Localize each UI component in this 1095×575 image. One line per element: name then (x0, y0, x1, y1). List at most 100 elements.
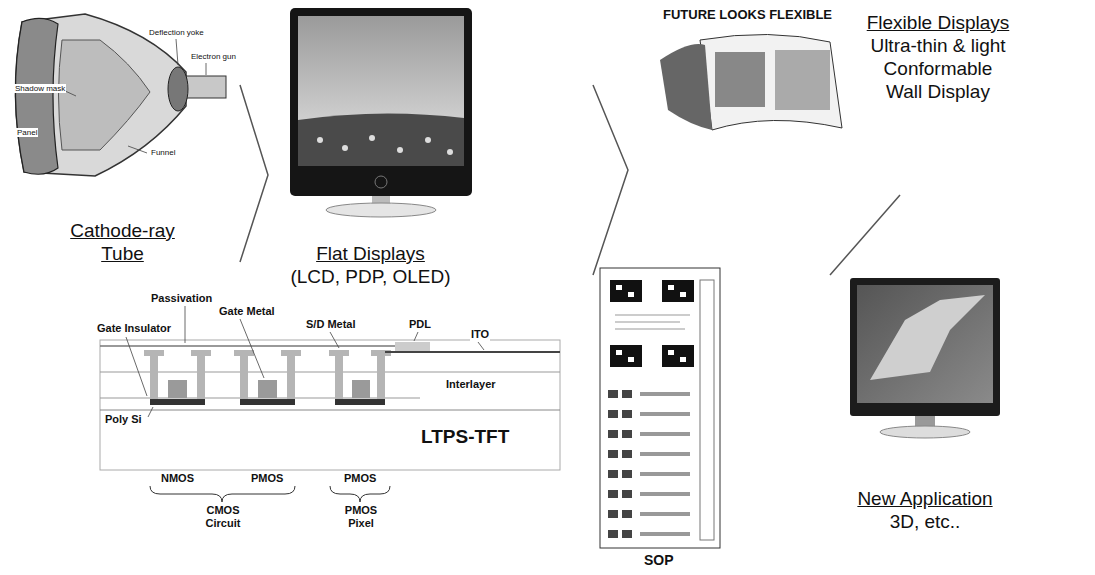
ltps-tft-cross-section-part (240, 399, 295, 405)
part-label: S/D Metal (305, 318, 357, 331)
ltps-tft-cross-section-part (335, 399, 385, 405)
stage-caption: Flat Displays (316, 242, 425, 265)
sop-panel-layout-part (622, 410, 632, 418)
sop-panel-layout-part (622, 390, 632, 398)
part-label: CMOS Circuit (192, 504, 254, 529)
sop-panel-layout-part (700, 280, 714, 540)
sop-panel-layout-part (622, 490, 632, 498)
sop-panel-layout-part (622, 510, 632, 518)
ltps-tft-cross-section-part (234, 350, 254, 356)
sop-panel-layout-part (640, 452, 690, 456)
crt-illustration-part (128, 146, 147, 153)
sop-panel-layout-part (628, 357, 634, 362)
text-column: Flexible DisplaysUltra-thin & light Conf… (863, 11, 1013, 103)
ltps-tft-cross-section-part (126, 337, 147, 396)
3d-monitor-part (850, 278, 1000, 416)
ltps-tft-cross-section-part (100, 345, 420, 347)
sop-panel-layout-part (616, 285, 622, 290)
ltps-tft-cross-section-part (352, 380, 370, 398)
ltps-tft-cross-section-part (240, 354, 248, 399)
ltps-tft-cross-section-part (100, 340, 560, 470)
ltps-tft-cross-section-part (191, 350, 211, 356)
sop-panel-layout-part (615, 329, 685, 330)
flat-panel-tv-part (397, 147, 403, 153)
part-label: Electron gun (190, 52, 237, 61)
sop-panel-layout-part (640, 492, 690, 496)
part-label: NMOS (160, 472, 195, 485)
3d-monitor-part (880, 426, 970, 438)
flat-panel-tv-part (290, 8, 472, 196)
sop-panel-layout-part (615, 315, 690, 316)
ltps-tft-cross-section-part (287, 354, 295, 399)
flat-panel-tv-part (369, 135, 375, 141)
stage-subcaption: Ultra-thin & light Conformable Wall Disp… (866, 34, 1010, 103)
sop-panel-layout-part (600, 268, 720, 548)
display-stage-node: Flexible DisplaysUltra-thin & light Conf… (628, 5, 1028, 195)
sop-panel-layout (600, 268, 720, 548)
part-label: Funnel (150, 148, 176, 157)
part-label: Gate Metal (218, 305, 276, 318)
ltps-tft-cross-section-part (240, 319, 264, 378)
crt-illustration (15, 14, 226, 176)
sop-panel-layout-part (622, 430, 632, 438)
flat-panel-tv-part (375, 176, 387, 188)
ltps-tft-cross-section-part (385, 351, 560, 353)
stage-subcaption: 3D, etc.. (890, 510, 961, 533)
3d-monitor-part (870, 295, 985, 380)
sop-panel-layout-part (608, 510, 618, 518)
part-label: PMOS (250, 472, 284, 485)
ltps-tft-cross-section (100, 306, 560, 502)
ltps-tft-cross-section-part (100, 410, 560, 411)
part-label: ITO (470, 328, 490, 341)
ltps-tft-cross-section-part (144, 350, 164, 356)
ltps-tft-cross-section-part (185, 306, 186, 343)
sop-panel-layout-part (640, 432, 690, 436)
chevron-connector (240, 85, 268, 262)
ltps-tft-cross-section-part (329, 350, 349, 356)
flexible-display-magazine-part (775, 50, 830, 110)
crt-illustration-part (59, 40, 151, 150)
flat-panel-tv (290, 8, 472, 217)
sop-panel-layout-part (662, 345, 694, 367)
ltps-tft-cross-section-part (281, 350, 301, 356)
crt-illustration-part (206, 63, 207, 75)
part-label: Shadow mask (14, 84, 66, 93)
sop-panel-layout-part (668, 350, 674, 355)
sop-panel-layout-part (622, 470, 632, 478)
flexible-display-magazine-part (700, 34, 842, 130)
sop-panel-layout-part (610, 280, 642, 302)
ltps-tft-cross-section-part (258, 380, 277, 398)
sop-panel-layout-part (680, 357, 686, 362)
sop-panel-layout-part (608, 450, 618, 458)
ltps-tft-cross-section-part (197, 354, 205, 399)
crt-illustration-part (15, 18, 58, 174)
flat-panel-tv-part (317, 137, 323, 143)
ltps-tft-cross-section-part (478, 342, 484, 350)
sop-panel-layout-part (668, 285, 674, 290)
ltps-tft-cross-section-part (150, 486, 295, 502)
ltps-tft-cross-section-part (377, 354, 385, 399)
part-label: Passivation (150, 292, 213, 305)
sop-panel-layout-part (622, 450, 632, 458)
sop-panel-layout-part (615, 322, 680, 323)
3d-monitor-part (857, 285, 993, 403)
flat-panel-tv-part (425, 137, 431, 143)
crt-illustration-part (176, 39, 178, 65)
ltps-tft-cross-section-part (150, 399, 205, 405)
sop-panel-layout-part (640, 472, 690, 476)
crt-illustration-part (168, 67, 188, 111)
part-label: FUTURE LOOKS FLEXIBLE (662, 8, 833, 23)
flat-panel-tv-part (342, 145, 348, 151)
part-label: Interlayer (445, 378, 497, 391)
part-label: SOP (643, 552, 675, 568)
ltps-tft-cross-section-part (335, 354, 343, 399)
sop-panel-layout-part (640, 512, 690, 516)
crt-illustration-part (15, 14, 186, 176)
sop-panel-layout-part (640, 412, 690, 416)
ltps-tft-cross-section-part (100, 372, 560, 373)
part-label: Panel (16, 128, 38, 137)
part-label: PMOS (343, 472, 377, 485)
sop-panel-layout-part (680, 292, 686, 297)
